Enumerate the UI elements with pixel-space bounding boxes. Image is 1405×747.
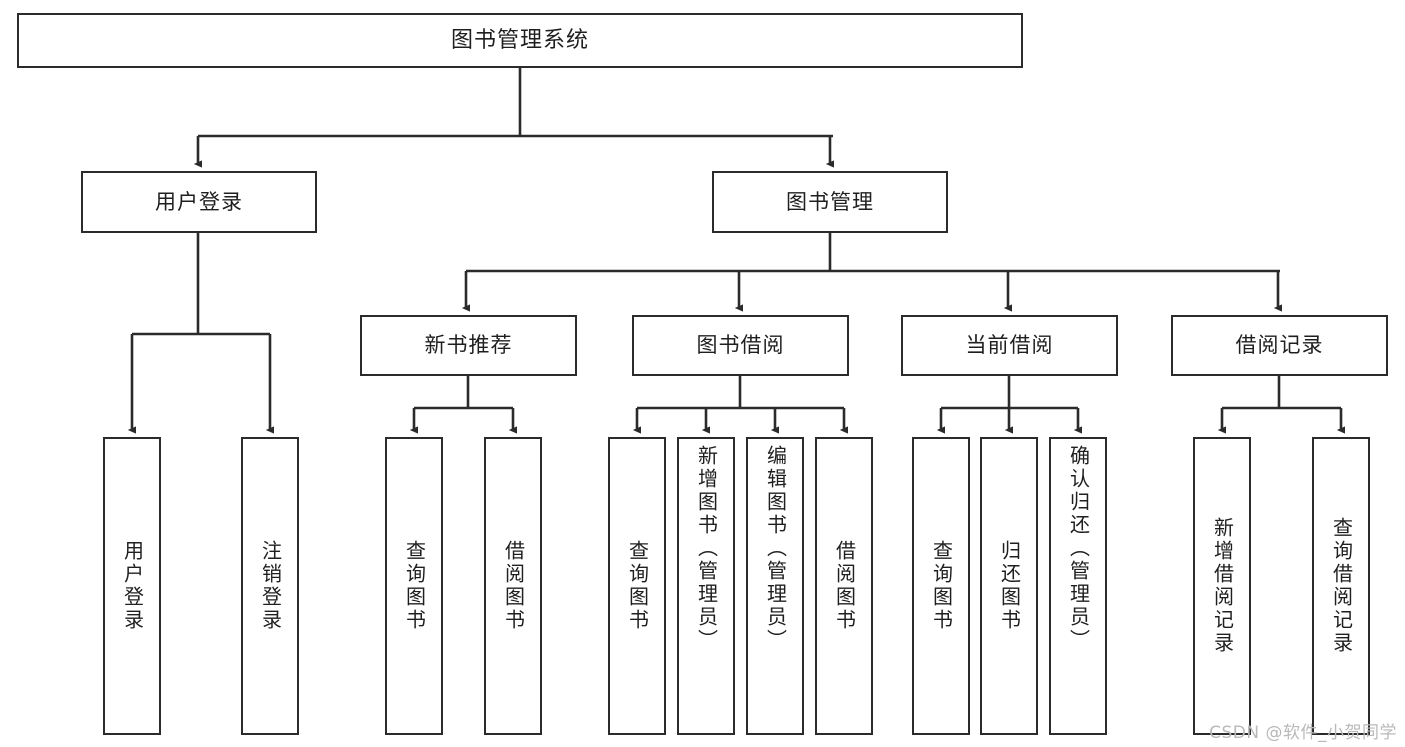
node-label: 图书管理系统 [450, 27, 589, 53]
leaf-current-confirm-return-admin[interactable]: 确认归还（管理员） [1049, 437, 1107, 735]
leaf-record-add-borrow-record[interactable]: 新增借阅记录 [1193, 437, 1251, 735]
leaf-recommend-query-book[interactable]: 查询图书 [385, 437, 443, 735]
leaf-current-query-book[interactable]: 查询图书 [912, 437, 970, 735]
leaf-borrow-add-book-admin[interactable]: 新增图书（管理员） [677, 437, 735, 735]
node-label: 归还图书 [997, 540, 1022, 632]
node-book-borrow[interactable]: 图书借阅 [632, 315, 849, 376]
node-label: 借阅图书 [832, 540, 857, 632]
node-label: 编辑图书（管理员） [763, 445, 788, 652]
node-label: 查询图书 [929, 540, 954, 632]
leaf-borrow-edit-book-admin[interactable]: 编辑图书（管理员） [746, 437, 804, 735]
leaf-current-return-book[interactable]: 归还图书 [980, 437, 1038, 735]
node-label: 当前借阅 [965, 333, 1054, 358]
node-label: 新增图书（管理员） [694, 445, 719, 652]
node-borrow-record[interactable]: 借阅记录 [1171, 315, 1388, 376]
node-label: 新增借阅记录 [1210, 517, 1235, 655]
csdn-watermark: CSDN @软件_小贺同学 [1209, 723, 1397, 743]
leaf-user-login-login[interactable]: 用户登录 [103, 437, 161, 735]
node-label: 图书借阅 [696, 333, 785, 358]
node-label: 注销登录 [258, 540, 283, 632]
node-new-book-recommend[interactable]: 新书推荐 [360, 315, 577, 376]
node-book-management[interactable]: 图书管理 [712, 171, 948, 233]
node-label: 借阅记录 [1235, 333, 1324, 358]
node-label: 确认归还（管理员） [1066, 445, 1091, 652]
node-root-book-management-system[interactable]: 图书管理系统 [17, 13, 1023, 68]
leaf-user-login-logout[interactable]: 注销登录 [241, 437, 299, 735]
node-label: 用户登录 [120, 540, 145, 632]
node-label: 图书管理 [786, 189, 874, 214]
node-label: 用户登录 [155, 189, 243, 214]
node-label: 查询图书 [402, 540, 427, 632]
node-label: 借阅图书 [501, 540, 526, 632]
node-label: 查询借阅记录 [1329, 517, 1354, 655]
node-label: 新书推荐 [424, 333, 513, 358]
node-current-borrow[interactable]: 当前借阅 [901, 315, 1118, 376]
leaf-borrow-query-book[interactable]: 查询图书 [608, 437, 666, 735]
leaf-record-query-borrow-record[interactable]: 查询借阅记录 [1312, 437, 1370, 735]
node-label: 查询图书 [625, 540, 650, 632]
leaf-borrow-borrow-book[interactable]: 借阅图书 [815, 437, 873, 735]
node-user-login[interactable]: 用户登录 [81, 171, 317, 233]
leaf-recommend-borrow-book[interactable]: 借阅图书 [484, 437, 542, 735]
